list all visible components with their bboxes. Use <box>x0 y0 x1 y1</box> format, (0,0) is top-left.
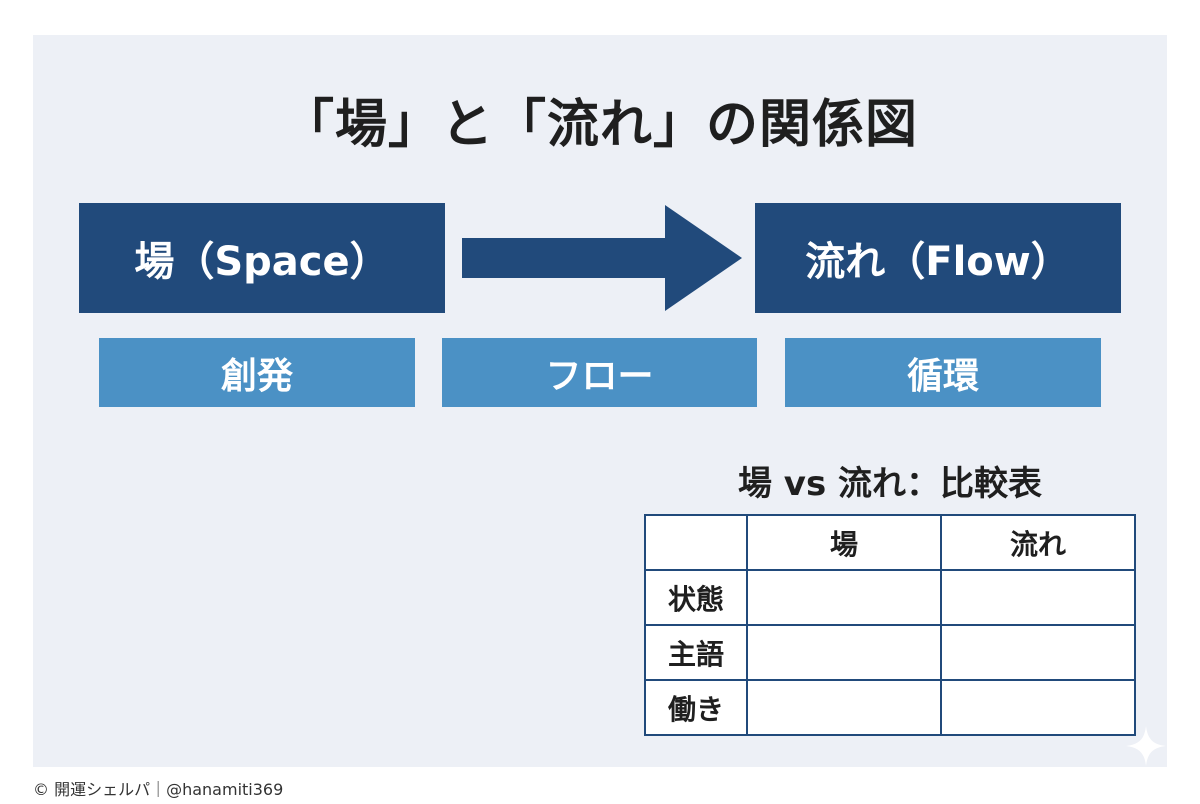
table-cell <box>746 624 942 681</box>
label-emergence: 創発 <box>99 338 415 407</box>
label-circulation: 循環 <box>785 338 1101 407</box>
table-header-flow: 流れ <box>940 514 1136 571</box>
right-arrow-icon <box>462 205 742 311</box>
table-cell <box>940 679 1136 736</box>
table-cell <box>940 624 1136 681</box>
comparison-table: 場 流れ 状態 主語 働き <box>644 514 1136 736</box>
table-row: 働き <box>644 679 1136 736</box>
copyright-footer: © 開運シェルパ｜@hanamiti369 <box>33 780 284 799</box>
space-box: 場（Space） <box>79 203 445 313</box>
table-cell <box>746 569 942 626</box>
table-title: 場 vs 流れ：比較表 <box>737 464 1043 504</box>
table-header-space: 場 <box>746 514 942 571</box>
table-cell <box>746 679 942 736</box>
row-label: 主語 <box>644 624 748 681</box>
table-cell <box>940 569 1136 626</box>
row-label: 状態 <box>644 569 748 626</box>
row-label: 働き <box>644 679 748 736</box>
table-row: 状態 <box>644 569 1136 626</box>
sparkle-icon <box>1126 726 1166 766</box>
diagram-title: 「場」と「流れ」の関係図 <box>281 95 918 155</box>
table-header-row: 場 流れ <box>644 514 1136 571</box>
table-row: 主語 <box>644 624 1136 681</box>
label-flow: フロー <box>442 338 757 407</box>
flow-box: 流れ（Flow） <box>755 203 1121 313</box>
table-header-corner <box>644 514 748 571</box>
